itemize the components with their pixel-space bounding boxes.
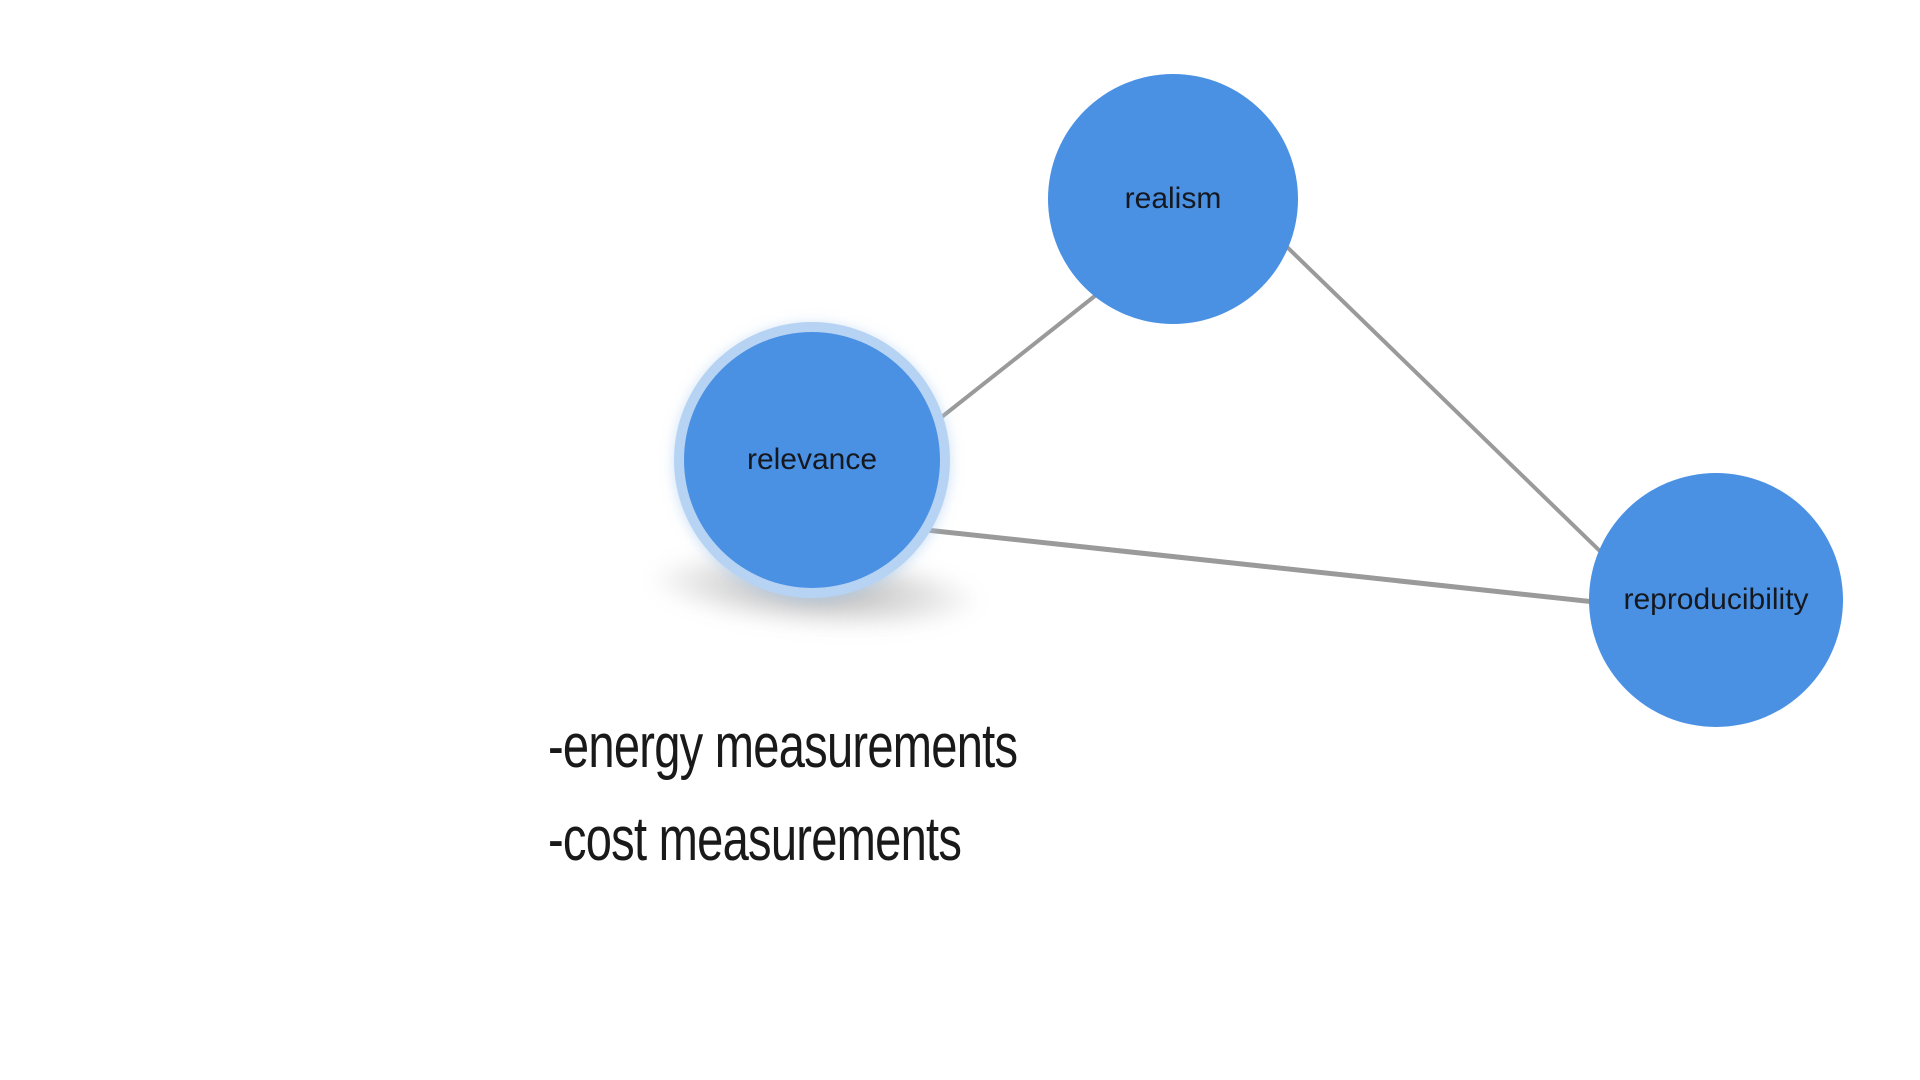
note-line-cost: -cost measurements	[548, 805, 962, 874]
note-line-energy: -energy measurements	[548, 712, 1018, 781]
node-reproducibility-label: reproducibility	[1623, 583, 1809, 616]
edge-relevance-realism[interactable]	[903, 282, 1112, 448]
edge-realism-reproducibility[interactable]	[1248, 209, 1642, 592]
node-realism[interactable]: realism	[1048, 74, 1298, 324]
node-relevance[interactable]: relevance	[684, 332, 940, 588]
node-relevance-label: relevance	[746, 443, 878, 476]
node-reproducibility[interactable]: reproducibility	[1589, 473, 1843, 727]
node-realism-label: realism	[1124, 182, 1222, 215]
edge-relevance-reproducibility[interactable]	[879, 522, 1661, 612]
notes-block: -energy measurements -cost measurements	[548, 700, 1018, 886]
